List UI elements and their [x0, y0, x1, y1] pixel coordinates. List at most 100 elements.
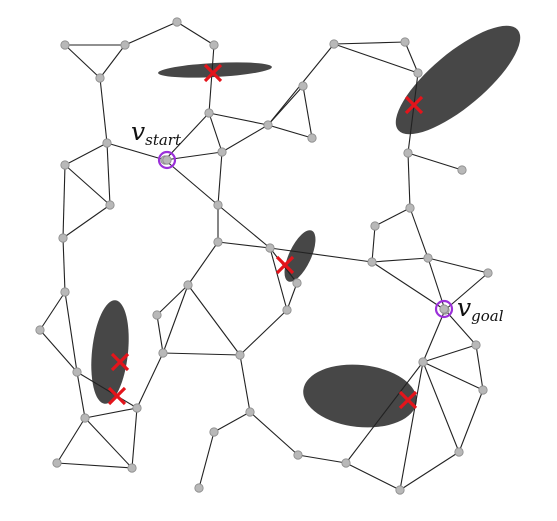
- graph-node: [423, 253, 433, 263]
- graph-edge: [475, 344, 484, 391]
- graph-edge: [131, 407, 138, 469]
- graph-edge: [409, 207, 429, 259]
- graph-node: [158, 348, 168, 358]
- graph-edges: [39, 21, 489, 491]
- graph-edge: [371, 225, 376, 263]
- graph-node: [80, 413, 90, 423]
- graph-node: [209, 40, 219, 50]
- graph-edge: [422, 309, 446, 363]
- purple-ring-icon: [157, 150, 177, 170]
- graph-edge: [399, 451, 460, 491]
- graph-node: [60, 287, 70, 297]
- graph-node: [209, 427, 219, 437]
- graph-edge: [444, 272, 489, 311]
- graph-node: [194, 483, 204, 493]
- graph-edge: [106, 142, 166, 161]
- graph-node: [403, 148, 413, 158]
- graph-edge: [217, 151, 223, 206]
- graph-edge: [187, 241, 219, 286]
- graph-edge: [345, 462, 401, 491]
- graph-node: [263, 120, 273, 130]
- svg-text:vstart: vstart: [131, 117, 182, 149]
- graph-edge: [64, 164, 111, 206]
- graph-node: [405, 203, 415, 213]
- graph-edge: [422, 361, 484, 391]
- obstacles: [91, 25, 521, 428]
- graph-edge: [64, 291, 78, 373]
- graph-node: [400, 37, 410, 47]
- graph-edge: [208, 112, 269, 126]
- graph-edge: [198, 431, 215, 489]
- obstacle-bottom: [303, 364, 417, 428]
- graph-edge: [62, 237, 66, 293]
- graph-edge: [422, 361, 460, 453]
- graph-edge: [333, 43, 419, 74]
- graph-edge: [302, 85, 313, 139]
- graph-edge: [297, 454, 347, 464]
- graph-node: [471, 340, 481, 350]
- graph-edge: [269, 247, 373, 263]
- graph-node: [235, 350, 245, 360]
- graph-edge: [99, 77, 108, 144]
- graph-edge: [239, 309, 288, 356]
- graph-node: [292, 278, 302, 288]
- graph-edge: [64, 142, 108, 166]
- red-x-icon: [398, 390, 418, 410]
- special-nodes: [157, 150, 454, 319]
- graph-node: [183, 280, 193, 290]
- graph-edge: [427, 257, 489, 274]
- graph-edge: [333, 41, 406, 45]
- goal-label: vgoal: [457, 293, 504, 325]
- svg-text:vgoal: vgoal: [457, 293, 504, 325]
- graph-edge: [213, 411, 251, 433]
- graph-node: [341, 458, 351, 468]
- graph-node: [298, 81, 308, 91]
- red-x-icon: [110, 352, 130, 372]
- graph-edge: [84, 407, 138, 419]
- graph-edge: [407, 152, 463, 171]
- graph-edge: [62, 204, 111, 239]
- graph-edge: [162, 352, 241, 356]
- graph-edge: [221, 124, 269, 153]
- graph-edge: [176, 21, 215, 46]
- graph-edge: [371, 261, 446, 311]
- graph-node: [293, 450, 303, 460]
- graph-edge: [124, 21, 178, 46]
- graph-node: [127, 463, 137, 473]
- graph-node: [213, 200, 223, 210]
- graph-edge: [269, 247, 288, 311]
- graph-edge: [286, 282, 298, 311]
- graph-edge: [164, 112, 210, 161]
- start-label-subscript: start: [145, 131, 182, 149]
- graph-edge: [345, 361, 424, 464]
- graph-node: [152, 310, 162, 320]
- graph-node: [483, 268, 493, 278]
- graph-edge: [136, 352, 164, 409]
- graph-edge: [249, 411, 299, 456]
- graph-edge: [208, 112, 223, 153]
- graph-node: [105, 200, 115, 210]
- graph-node: [204, 108, 214, 118]
- graph-node: [418, 357, 428, 367]
- graph-node: [120, 40, 130, 50]
- obstacle-top-right: [395, 25, 521, 135]
- graph-node: [217, 147, 227, 157]
- graph-edge: [84, 417, 133, 469]
- graph-edge: [64, 44, 101, 79]
- graph-node: [72, 367, 82, 377]
- red-x-icon: [203, 63, 223, 83]
- graph-edge: [458, 389, 484, 453]
- graph-node: [172, 17, 182, 27]
- graph-edge: [374, 207, 411, 227]
- graph-edge: [76, 371, 86, 419]
- graph-node: [35, 325, 45, 335]
- purple-ring-icon: [434, 299, 454, 319]
- red-x-icon: [275, 255, 295, 275]
- graph-edge: [208, 44, 215, 114]
- graph-edge: [162, 284, 189, 354]
- graph-edge: [99, 44, 126, 79]
- red-x-icon: [107, 386, 127, 406]
- graph-edge: [217, 204, 271, 249]
- graph-edge: [404, 41, 419, 74]
